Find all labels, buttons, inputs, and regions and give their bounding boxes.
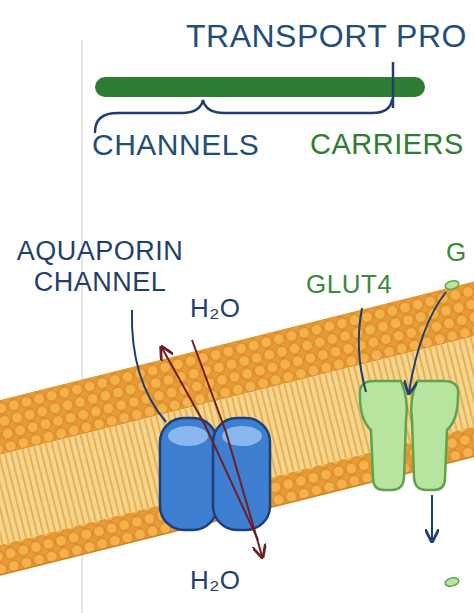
water-arrow — [192, 340, 262, 556]
title: TRANSPORT PRO — [186, 18, 467, 55]
part-label: AQUAPORIN CHANNEL — [8, 236, 192, 298]
part-label: GLUT4 — [306, 270, 392, 300]
leader-line — [132, 310, 166, 422]
molecule-label: G — [446, 238, 467, 268]
aquaporin-lobe — [213, 418, 270, 530]
molecule-label: H₂O — [190, 294, 241, 324]
glut4-lobe — [411, 381, 458, 490]
water-arrow — [162, 348, 258, 540]
glucose-molecule — [444, 279, 460, 290]
membrane-tails — [0, 337, 474, 546]
glut4-lobe — [360, 381, 407, 490]
aquaporin-highlight — [168, 426, 208, 446]
category-label: CARRIERS — [310, 128, 464, 161]
glucose-arrow — [431, 495, 433, 540]
category-bar — [105, 77, 415, 97]
glucose-arrow — [409, 292, 446, 392]
bracket — [95, 100, 392, 132]
glucose-molecule — [444, 576, 460, 587]
category-label: CHANNELS — [92, 128, 259, 163]
leader-line — [359, 308, 366, 392]
molecule-label: H₂O — [190, 566, 241, 596]
